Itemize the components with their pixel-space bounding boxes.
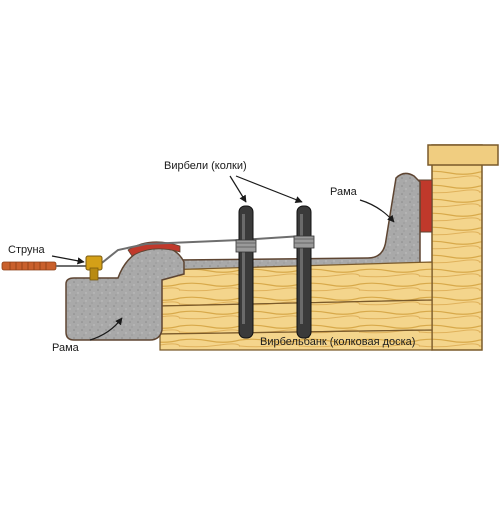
vertical-wood-post: [427, 144, 499, 351]
label-frame-bottom: Рама: [52, 342, 79, 354]
tuning-pin-right: [293, 205, 315, 339]
callout-arrows: [51, 175, 395, 341]
label-string: Струна: [8, 244, 45, 256]
pinblock-wood: [159, 261, 433, 351]
tuning-pin-left: [235, 205, 257, 339]
agraffe: [85, 255, 103, 281]
label-frame-top: Рама: [330, 186, 357, 198]
label-tuning-pins: Вирбели (колки): [164, 160, 247, 172]
label-pinblock: Вирбельбанк (колковая доска): [260, 336, 416, 348]
frame-lower: [65, 245, 185, 341]
